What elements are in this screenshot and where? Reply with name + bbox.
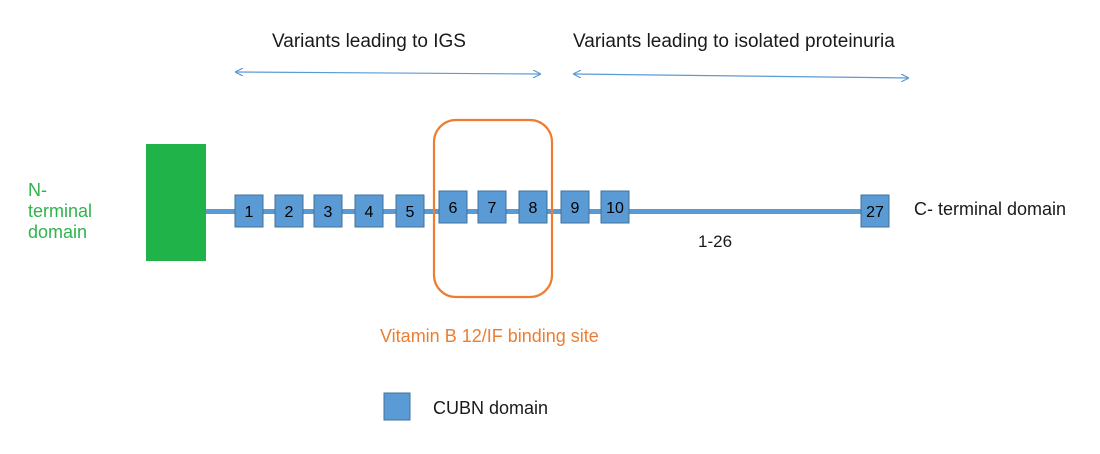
cubn-domain-box [477, 190, 507, 224]
cubn-domain-number: 10 [606, 200, 624, 217]
n-terminal-domain-block [146, 144, 206, 261]
cubn-domain-number: 2 [285, 204, 294, 221]
igs-variants-label: Variants leading to IGS [272, 31, 466, 52]
cubn-domain-box [274, 194, 304, 228]
cubn-domain-box [600, 190, 630, 224]
cubn-domain-number: 7 [488, 200, 497, 217]
cubn-domain-box [313, 194, 343, 228]
cubn-domain-box [354, 194, 384, 228]
cubn-domain-9: 9 [560, 190, 590, 224]
vitamin-b12-binding-site-outline [432, 118, 554, 299]
n-terminal-label-line2: terminal [28, 201, 93, 222]
cubn-domain-1: 1 [234, 194, 264, 228]
c-terminal-label: C- terminal domain [914, 199, 1067, 219]
cubn-domain-number: 27 [866, 204, 884, 221]
cubn-domain-box [234, 194, 264, 228]
cubn-domain-number: 9 [571, 200, 580, 217]
cubn-domain-box [395, 194, 425, 228]
cubn-domain-box [560, 190, 590, 224]
n-terminal-label: N- terminal domain [28, 180, 92, 244]
domain-range-label: 1-26 [698, 232, 733, 251]
legend-cubn-domain-swatch [383, 392, 411, 421]
proteinuria-variants-label: Variants leading to isolated proteinuria [573, 31, 895, 52]
cubn-domain-box [860, 194, 890, 228]
n-terminal-label-line3: domain [28, 222, 88, 243]
cubn-domain-3: 3 [313, 194, 343, 228]
cubn-domains: 1 2 3 4 5 6 7 8 9 10 27 [234, 190, 890, 228]
cubn-domain-box [438, 190, 468, 224]
cubn-domain-number: 5 [406, 204, 415, 221]
cubn-domain-number: 8 [529, 200, 538, 217]
binding-site-label: Vitamin B 12/IF binding site [380, 326, 599, 346]
legend-cubn-domain-label: CUBN domain [433, 398, 549, 418]
cubn-domain-10: 10 [600, 190, 630, 224]
cubn-domain-number: 1 [245, 204, 254, 221]
n-terminal-label-line1: N- [28, 180, 47, 200]
cubn-domain-7: 7 [477, 190, 507, 224]
cubn-domain-number: 3 [324, 204, 333, 221]
cubn-domain-2: 2 [274, 194, 304, 228]
igs-variants-arrow [236, 72, 540, 74]
cubn-domain-8: 8 [518, 190, 548, 224]
cubn-domain-number: 4 [365, 204, 374, 221]
cubn-domain-5: 5 [395, 194, 425, 228]
cubn-domain-number: 6 [449, 200, 458, 217]
cubn-domain-27: 27 [860, 194, 890, 228]
proteinuria-variants-arrow [574, 74, 908, 78]
cubn-domain-box [518, 190, 548, 224]
cubn-domain-6: 6 [438, 190, 468, 224]
cubn-domain-4: 4 [354, 194, 384, 228]
